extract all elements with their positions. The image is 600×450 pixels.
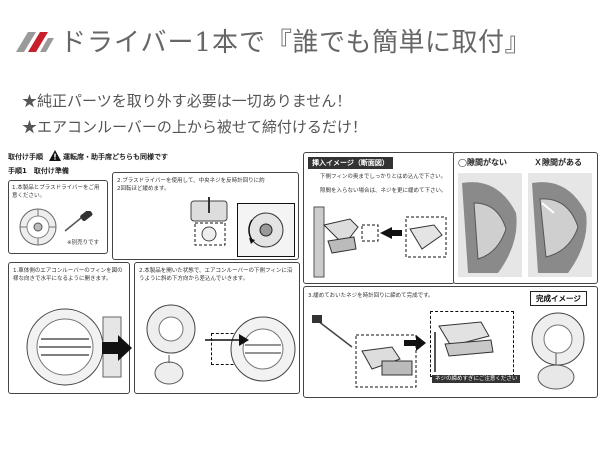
product-insert-illustration (139, 295, 211, 389)
ng-mark-icon: Ｘ (534, 158, 542, 167)
step-loosen-text: 2.プラスドライバーを使用して、中央ネジを反時計回りに約2回転ほど緩めます。 (117, 178, 265, 192)
gap-photo (528, 173, 592, 277)
subtitle-no-removal: ★純正パーツを取り外す必要は一切ありません！ (22, 92, 352, 110)
screw-closeup-inset (237, 203, 295, 257)
procedure-heading: 取付け手順 (8, 153, 43, 161)
loosen-illustration (185, 195, 235, 247)
arrow-right-icon (102, 335, 132, 361)
title-quoted: 『誰でも簡単に取付』 (266, 28, 532, 58)
warning-text: 運転席・助手席どちらも同様です (63, 153, 168, 161)
vent-illustration-after (225, 307, 297, 391)
caution-text: ネジの締めすぎにご注意ください (432, 375, 521, 383)
no-gap-text: 隙間がない (466, 158, 507, 167)
ok-mark-icon: ◯ (458, 158, 467, 167)
brand-logo-graphic (16, 32, 54, 52)
product-illustration (15, 205, 61, 249)
brand-logo (14, 22, 54, 58)
step-open-fins-panel: 1.車体側のエアコンルーバーのフィンを図の様な向きで水平になるように開きます。 (8, 262, 130, 394)
insert-image-tag: 挿入イメージ（断面図） (308, 157, 393, 169)
gap-text: 隙間がある (542, 158, 582, 167)
vent-illustration-before (13, 303, 125, 389)
step-tighten-panel: 3.緩めておいたネジを時計回りに締めて完成です。 完成イメージ ネジの締めすぎに… (303, 286, 598, 398)
page-title: ドライバー1本で『誰でも簡単に取付』 (60, 22, 531, 59)
subtitle-cover-and-tighten: ★エアコンルーバーの上から被せて締付けるだけ！ (22, 118, 367, 136)
insert-instruction-2: 隙間を入らない場合は、ネジを更に緩めて下さい。 (320, 188, 447, 194)
arrow-insert-icon (205, 333, 249, 347)
arrow-result-icon (404, 335, 426, 351)
complete-image-tag: 完成イメージ (530, 291, 587, 306)
closeup-box (430, 311, 514, 377)
gap-label: Ｘ隙間がある (534, 157, 582, 168)
warning-icon (49, 150, 61, 161)
step-insert-text: 2.本製品を開いた状態で、エアコンルーバーの下側フィンに沿うように斜め下方向から… (139, 268, 293, 282)
step-prepare-text: 1.本製品とプラスドライバーをご用意ください。 (12, 185, 100, 199)
no-gap-label: ◯隙間がない (458, 157, 507, 168)
insert-instruction-1: 下側フィンの奥までしっかりとはめ込んで下さい。 (320, 174, 447, 180)
gap-comparison-panel: ◯隙間がない Ｘ隙間がある (453, 152, 598, 284)
insert-crosssection-panel: 挿入イメージ（断面図） 下側フィンの奥までしっかりとはめ込んで下さい。 隙間を入… (303, 152, 455, 284)
step-open-fins-text: 1.車体側のエアコンルーバーのフィンを図の様な向きで水平になるように開きます。 (13, 268, 123, 282)
tighten-illustration (312, 311, 430, 391)
title-prefix: ドライバー1本で (60, 28, 267, 58)
crosssection-illustration (310, 205, 450, 279)
no-gap-photo (458, 173, 522, 277)
complete-illustration (518, 309, 594, 393)
sold-separately-note: ※別売りです (67, 240, 100, 246)
step-insert-panel: 2.本製品を開いた状態で、エアコンルーバーの下側フィンに沿うように斜め下方向から… (134, 262, 300, 394)
step1-heading: 手順1 取付け準備 (8, 167, 69, 175)
step-tighten-text: 3.緩めておいたネジを時計回りに締めて完成です。 (308, 293, 434, 299)
step-prepare-panel: 1.本製品とプラスドライバーをご用意ください。 ※別売りです (8, 180, 108, 254)
screwdriver-icon (63, 211, 93, 233)
step-loosen-panel: 2.プラスドライバーを使用して、中央ネジを反時計回りに約2回転ほど緩めます。 (112, 172, 299, 260)
